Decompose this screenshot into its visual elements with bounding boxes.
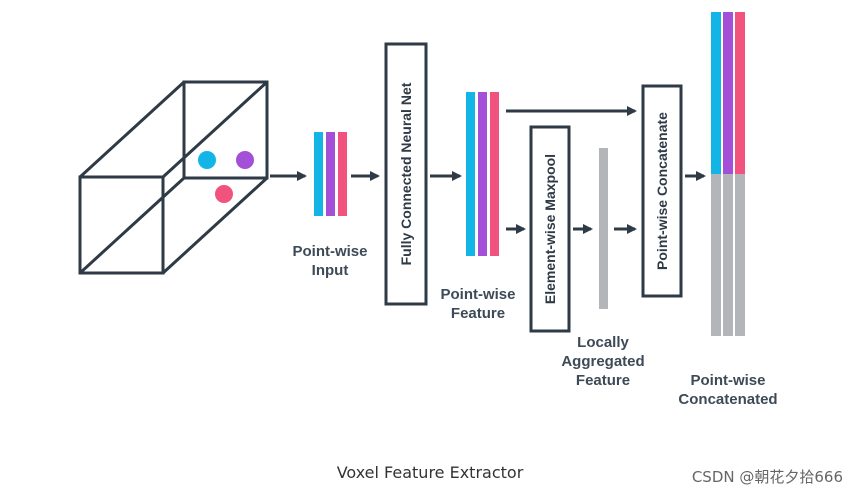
pointwise-feature-label-1: Point-wise <box>440 286 515 303</box>
bar-gray <box>723 174 733 336</box>
pointwise-input-bars <box>314 132 347 216</box>
fc-net-box <box>384 42 428 306</box>
bar-purple <box>478 92 487 256</box>
cube-back-face <box>182 80 269 180</box>
bar-gray <box>711 174 721 336</box>
voxel-cube <box>78 80 269 275</box>
cube-front-face <box>78 175 165 275</box>
concatenated-label-1: Point-wise <box>690 372 765 389</box>
pointwise-input-label-2: Input <box>312 262 349 279</box>
bar-pink <box>490 92 499 256</box>
bar-purple <box>326 132 335 216</box>
cube-edge <box>78 176 186 275</box>
bar-purple <box>723 12 733 174</box>
pointwise-feature-bars <box>466 92 499 256</box>
bar-cyan <box>466 92 475 256</box>
bar-pink <box>735 12 745 174</box>
aggregated-label-1: Locally <box>577 334 629 351</box>
bar-gray <box>735 174 745 336</box>
cube-edge <box>78 80 186 179</box>
concatenate-label: Point-wise Concatenate <box>654 112 670 270</box>
point-pink <box>215 185 233 203</box>
maxpool-label: Element-wise Maxpool <box>542 154 558 304</box>
point-cyan <box>198 151 216 169</box>
pointwise-concatenated-bars <box>711 12 745 336</box>
bar-cyan <box>711 12 721 174</box>
concatenate-box <box>641 84 683 298</box>
point-purple <box>236 151 254 169</box>
aggregated-feature-bar <box>599 148 608 309</box>
cube-edge <box>161 176 269 275</box>
pointwise-input-label-1: Point-wise <box>292 243 367 260</box>
watermark: CSDN @朝花夕拾666 <box>692 468 843 486</box>
bar-cyan <box>314 132 323 216</box>
cube-edge <box>161 80 269 179</box>
concatenated-label-2: Concatenated <box>678 391 777 408</box>
aggregated-label-3: Feature <box>576 372 630 389</box>
pointwise-feature-label-2: Feature <box>451 305 505 322</box>
aggregated-label-2: Aggregated <box>561 353 644 370</box>
bar-pink <box>338 132 347 216</box>
maxpool-box <box>529 125 571 333</box>
fc-net-label: Fully Connected Neural Net <box>398 82 414 265</box>
diagram-caption: Voxel Feature Extractor <box>337 463 524 482</box>
